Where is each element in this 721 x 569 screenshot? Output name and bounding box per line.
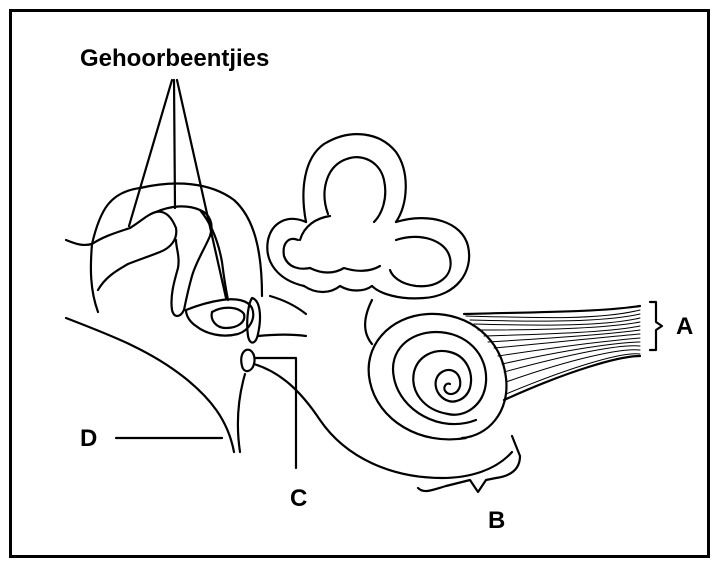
label-d: D [80, 425, 97, 452]
vestibule-body [254, 300, 512, 478]
label-b: B [488, 507, 505, 534]
label-a: A [676, 313, 693, 340]
semicircular-canals [267, 134, 469, 314]
ossicles-label: Gehoorbeentjies [80, 45, 269, 72]
ear-canal-outline [66, 240, 245, 452]
label-a-bracket [650, 302, 662, 350]
label-b-bracket [418, 436, 520, 492]
auditory-nerve [464, 306, 640, 400]
cochlea [369, 314, 507, 440]
label-c: C [290, 485, 307, 512]
ossicles [91, 184, 262, 343]
round-window [241, 350, 254, 371]
